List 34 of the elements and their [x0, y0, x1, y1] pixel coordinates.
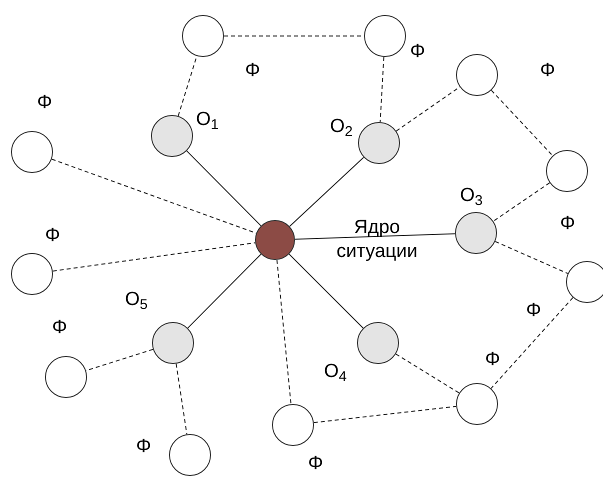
connector-line	[289, 156, 364, 227]
factor-label: Φ	[37, 91, 52, 115]
factor-label: Φ	[308, 452, 324, 476]
factor-label: Φ	[52, 316, 68, 340]
dashed-connector	[276, 259, 292, 405]
dashed-connector	[178, 56, 198, 116]
node-label: O$_{5}$	[125, 288, 148, 314]
dashed-connector	[395, 354, 460, 394]
connector-line	[288, 254, 364, 329]
factor-label: Φ	[560, 212, 576, 236]
dashed-connector	[494, 240, 568, 274]
dashed-connector	[313, 406, 457, 424]
dashed-connector	[490, 90, 554, 156]
connector-line	[187, 254, 262, 329]
dashed-connector	[396, 86, 460, 132]
factor-label: Φ	[410, 40, 426, 64]
dashed-connector	[492, 182, 550, 222]
dashed-connector	[52, 242, 256, 272]
dashed-connector	[490, 297, 574, 389]
factor-label: Φ	[540, 59, 556, 83]
connector-line	[294, 233, 456, 240]
factor-label: Φ	[245, 59, 260, 83]
factor-label: Φ	[136, 435, 152, 459]
node-label: O$_{4}$	[324, 360, 347, 386]
node-label: O$_{1}$	[196, 108, 219, 134]
node-label: Ядро ситуации	[336, 216, 418, 264]
factor-label: Φ	[45, 224, 60, 248]
node-label: O$_{3}$	[460, 184, 483, 210]
factor-label: Φ	[526, 299, 542, 323]
dashed-connector	[176, 363, 188, 435]
factor-label: Φ	[485, 348, 500, 372]
connector-line	[186, 150, 262, 226]
dashed-connector	[380, 56, 384, 123]
node-label: O$_{2}$	[330, 115, 353, 142]
